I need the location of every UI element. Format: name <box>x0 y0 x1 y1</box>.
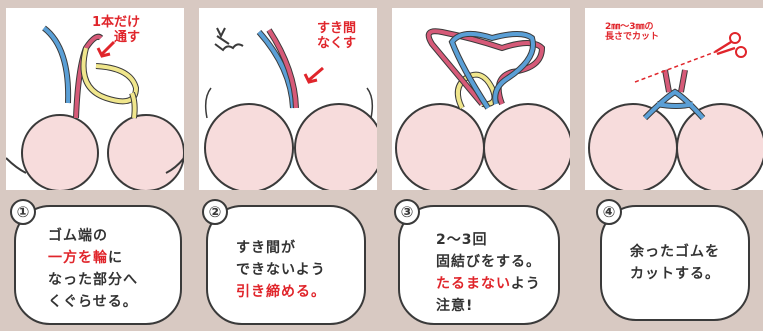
step-number-badge: ④ <box>596 199 622 225</box>
text-run: よう <box>510 276 541 292</box>
step-number-badge: ③ <box>394 199 420 225</box>
blue-elastic-strand <box>257 30 295 109</box>
text-run: ゴム端の <box>48 228 108 244</box>
text-run: に <box>108 250 123 266</box>
step-2-annotation: すき間 なくす <box>299 21 357 52</box>
bead-left <box>588 103 678 190</box>
cut-line <box>634 51 716 83</box>
step-1-drawing <box>6 25 184 190</box>
step-4-illustration: 2㎜〜3㎜の 長さでカット <box>585 8 763 190</box>
text-run: 引き締める。 <box>236 284 326 300</box>
scissors-icon <box>714 32 747 58</box>
bead-right <box>676 103 763 190</box>
pink-elastic-strand <box>267 28 298 109</box>
step-2-text: すき間が できないよう 引き締める。 <box>236 237 354 303</box>
annotation-line: 長さでカット <box>605 32 660 43</box>
step-4-drawing <box>588 32 763 190</box>
step-2-card: ② すき間が できないよう 引き締める。 <box>202 199 366 325</box>
annotation-line: 2㎜〜3㎜の <box>605 22 654 32</box>
text-run: 一方を輪 <box>48 250 108 266</box>
text-run: 2〜3回 <box>436 232 488 248</box>
step-3-drawing <box>395 28 570 190</box>
step-1-illustration: 1本だけ 通す <box>6 8 184 190</box>
text-run: すき間が <box>236 240 296 256</box>
blue-elastic-knot <box>643 89 705 120</box>
bead-right <box>294 103 377 190</box>
step-2-illustration: すき間 なくす <box>199 8 377 190</box>
step-number-badge: ② <box>202 199 228 225</box>
annotation-line: なくす <box>317 35 357 51</box>
bead-right <box>107 114 184 190</box>
blue-elastic-strand <box>42 26 71 104</box>
blue-elastic-knot <box>449 31 535 110</box>
motion-lines <box>204 87 374 119</box>
bead-left <box>395 103 485 190</box>
text-run: くぐらせる。 <box>48 294 138 310</box>
annotation-line: 通す <box>114 29 141 45</box>
yellow-elastic-loop <box>81 47 139 104</box>
step-4-annotation: 2㎜〜3㎜の 長さでカット <box>605 22 659 43</box>
bead-right <box>483 103 570 190</box>
wiggle-motion-icon <box>214 27 244 52</box>
text-run: カットする。 <box>630 266 720 282</box>
red-arrow-icon <box>96 40 116 58</box>
bead-neighbors <box>6 157 184 174</box>
text-run: 余ったゴムを <box>630 244 720 260</box>
step-3-text: 2〜3回 固結びをする。 たるまないよう 注意! <box>436 229 548 317</box>
step-1-annotation: 1本だけ 通す <box>92 15 141 46</box>
step-3-card: ③ 2〜3回 固結びをする。 たるまないよう 注意! <box>394 199 560 325</box>
annotation-line: すき間 <box>317 21 357 36</box>
bead-left <box>21 114 99 190</box>
text-run: 注意! <box>436 298 474 314</box>
step-number-badge: ① <box>10 199 36 225</box>
text-run: できないよう <box>236 262 326 278</box>
pink-elastic-ends <box>663 69 687 93</box>
red-arrow-icon <box>303 66 324 84</box>
text-run: 固結びをする。 <box>436 254 541 270</box>
text-run: たるまない <box>436 276 511 292</box>
step-1-text: ゴム端の 一方を輪に なった部分へ くぐらせる。 <box>48 225 170 313</box>
text-run: なった部分へ <box>48 272 138 288</box>
step-3-illustration <box>392 8 570 190</box>
step-4-text: 余ったゴムを カットする。 <box>630 241 738 285</box>
step-1-card: ① ゴム端の 一方を輪に なった部分へ くぐらせる。 <box>10 199 182 325</box>
step-2-drawing <box>204 27 377 190</box>
step-4-card: ④ 余ったゴムを カットする。 <box>596 199 750 321</box>
bead-left <box>204 103 294 190</box>
annotation-line: 1本だけ <box>92 15 141 30</box>
